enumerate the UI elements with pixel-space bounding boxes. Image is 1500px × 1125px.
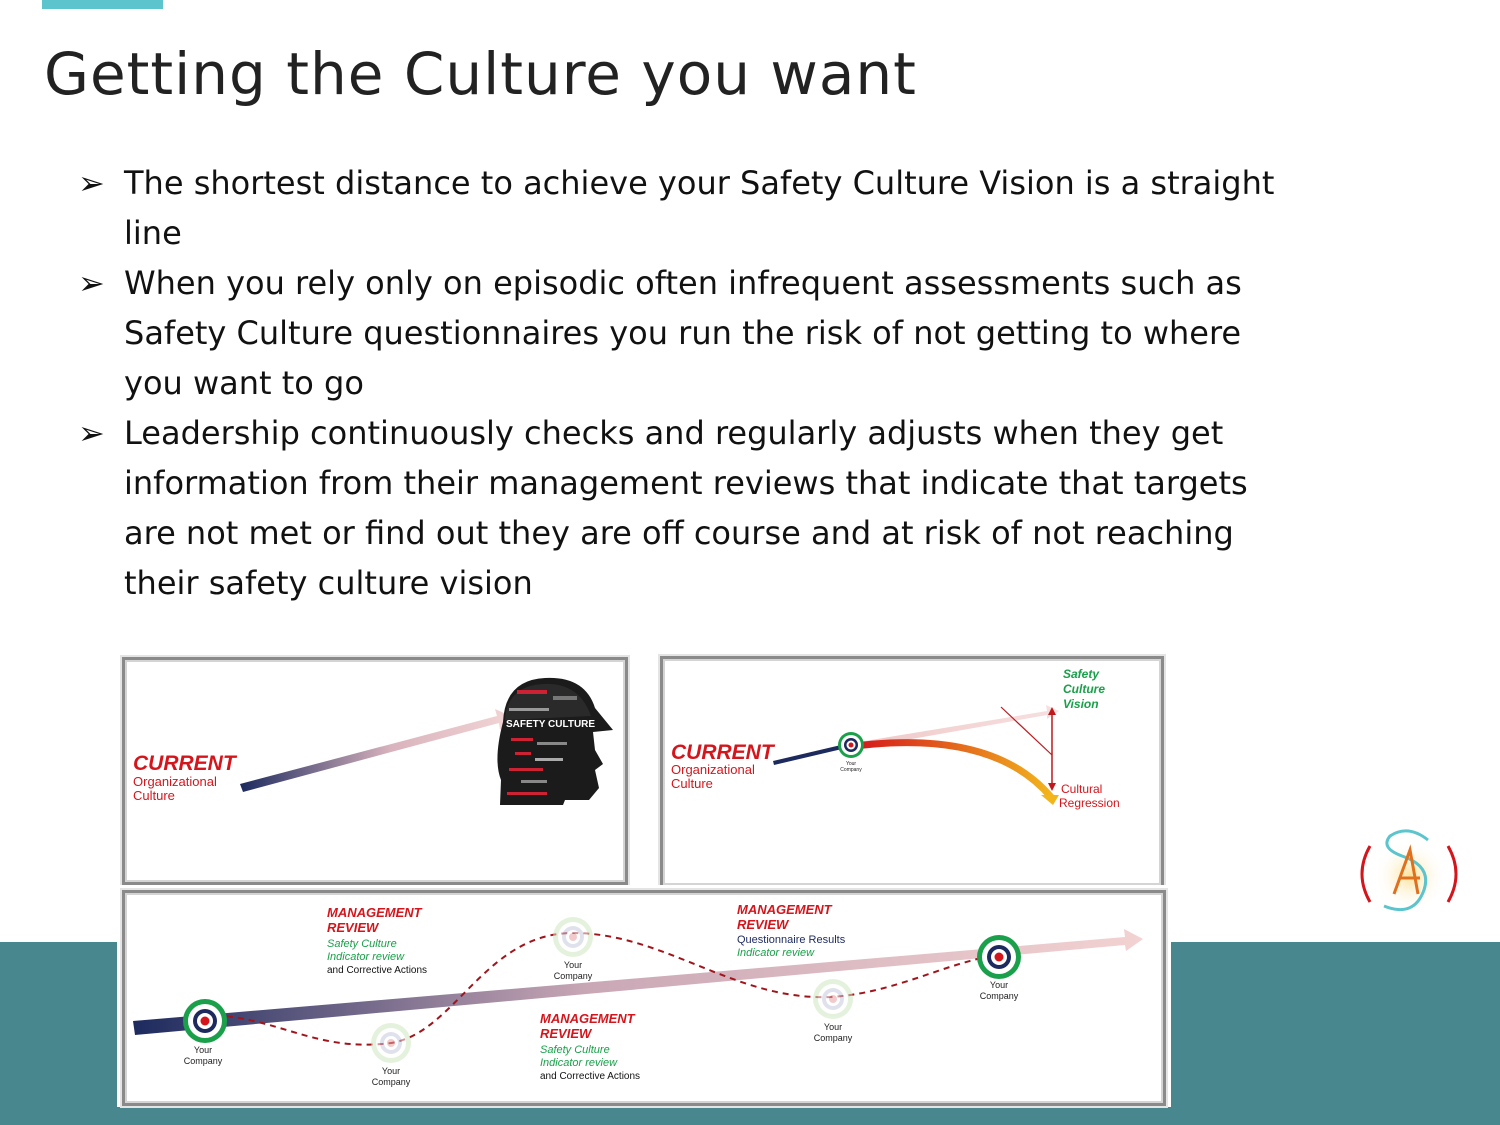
your-label: Your <box>194 1045 212 1055</box>
mr-black: and Corrective Actions <box>327 965 427 976</box>
vision-arrow <box>853 705 1059 749</box>
mr-green: Indicator review <box>540 1057 618 1069</box>
current-sub2: Culture <box>133 788 175 803</box>
company-label: Company <box>840 767 862 773</box>
straight-arrow <box>240 709 515 792</box>
company-logo <box>1360 829 1458 912</box>
gap-arrow-up <box>1048 707 1056 715</box>
vision-label-2: Culture <box>1063 682 1105 696</box>
vision-label-3: Vision <box>1063 697 1099 711</box>
current-sub1: Organizational <box>133 774 217 789</box>
your-label: Your <box>382 1066 400 1076</box>
your-label: Your <box>990 980 1008 990</box>
cultural-regression-panel: Your Company CURRENT Organizational Cult… <box>660 656 1164 888</box>
mr-green: Indicator review <box>327 951 405 963</box>
mr-green: Indicator review <box>737 947 815 959</box>
faded-target-icon <box>553 917 593 957</box>
regression-curve <box>854 739 1054 800</box>
regression-label-1: Cultural <box>1061 782 1102 796</box>
bullet-text: The shortest distance to achieve your Sa… <box>124 164 1275 252</box>
bullet-item: ➢ Leadership continuously checks and regu… <box>78 408 1288 608</box>
management-review-panel: Your Company Your Company Your Company Y… <box>122 890 1166 1106</box>
slide-title: Getting the Culture you want <box>44 40 917 108</box>
mr-title: MANAGEMENT <box>327 905 423 920</box>
arrow-bullet-icon: ➢ <box>78 264 105 302</box>
target-icon <box>183 999 227 1043</box>
regression-arrowhead <box>1041 795 1059 805</box>
management-review-label: MANAGEMENT REVIEW Safety Culture Indicat… <box>540 1011 640 1082</box>
bullet-text: Leadership continuously checks and regul… <box>124 414 1248 602</box>
mr-title: REVIEW <box>540 1026 593 1041</box>
company-label: Company <box>184 1056 223 1066</box>
company-label: Company <box>980 991 1019 1001</box>
mr-black: Questionnaire Results <box>737 934 846 946</box>
management-review-diagram: Your Company Your Company Your Company Y… <box>133 902 1143 1087</box>
target-icon <box>838 732 864 758</box>
mr-title: MANAGEMENT <box>540 1011 636 1026</box>
arrow-bullet-icon: ➢ <box>78 414 105 452</box>
company-label: Company <box>554 971 593 981</box>
mr-green: Safety Culture <box>540 1044 610 1056</box>
bullet-item: ➢ The shortest distance to achieve your S… <box>78 158 1288 258</box>
vision-label-1: Safety <box>1063 667 1100 681</box>
current-sub1: Organizational <box>671 762 755 777</box>
mr-title: REVIEW <box>737 917 790 932</box>
faded-target-icon <box>813 979 853 1019</box>
arrow-bullet-icon: ➢ <box>78 164 105 202</box>
management-review-label: MANAGEMENT REVIEW Questionnaire Results … <box>737 902 846 959</box>
straight-line-panel: CURRENT Organizational Culture SAFETY CU… <box>122 657 628 885</box>
your-label: Your <box>564 960 582 970</box>
company-label: Company <box>372 1077 411 1087</box>
head-label: SAFETY CULTURE <box>506 719 595 730</box>
regression-label-2: Regression <box>1059 796 1120 810</box>
management-review-label: MANAGEMENT REVIEW Safety Culture Indicat… <box>327 905 427 976</box>
your-label: Your <box>846 761 856 767</box>
long-arrow <box>133 929 1143 1035</box>
mr-title: MANAGEMENT <box>737 902 833 917</box>
your-label: Your <box>824 1022 842 1032</box>
current-sub2: Culture <box>671 776 713 791</box>
current-label: CURRENT <box>133 752 238 775</box>
bullet-item: ➢ When you rely only on episodic often in… <box>78 258 1288 408</box>
target-icon <box>977 935 1021 979</box>
current-label: CURRENT <box>671 741 776 764</box>
current-line <box>773 745 842 765</box>
gap-diagonal <box>1000 706 1053 756</box>
mr-title: REVIEW <box>327 920 380 935</box>
straight-line-diagram: CURRENT Organizational Culture SAFETY CU… <box>133 677 613 805</box>
company-label: Company <box>814 1033 853 1043</box>
cultural-regression-diagram: Your Company CURRENT Organizational Cult… <box>671 667 1120 810</box>
safety-culture-head-icon: SAFETY CULTURE <box>497 677 613 805</box>
faded-target-icon <box>371 1023 411 1063</box>
mr-green: Safety Culture <box>327 938 397 950</box>
bullet-text: When you rely only on episodic often inf… <box>124 264 1242 402</box>
gap-arrow-down <box>1048 783 1056 791</box>
accent-bar <box>42 0 163 9</box>
bullet-list: ➢ The shortest distance to achieve your S… <box>78 158 1288 608</box>
mr-black: and Corrective Actions <box>540 1071 640 1082</box>
